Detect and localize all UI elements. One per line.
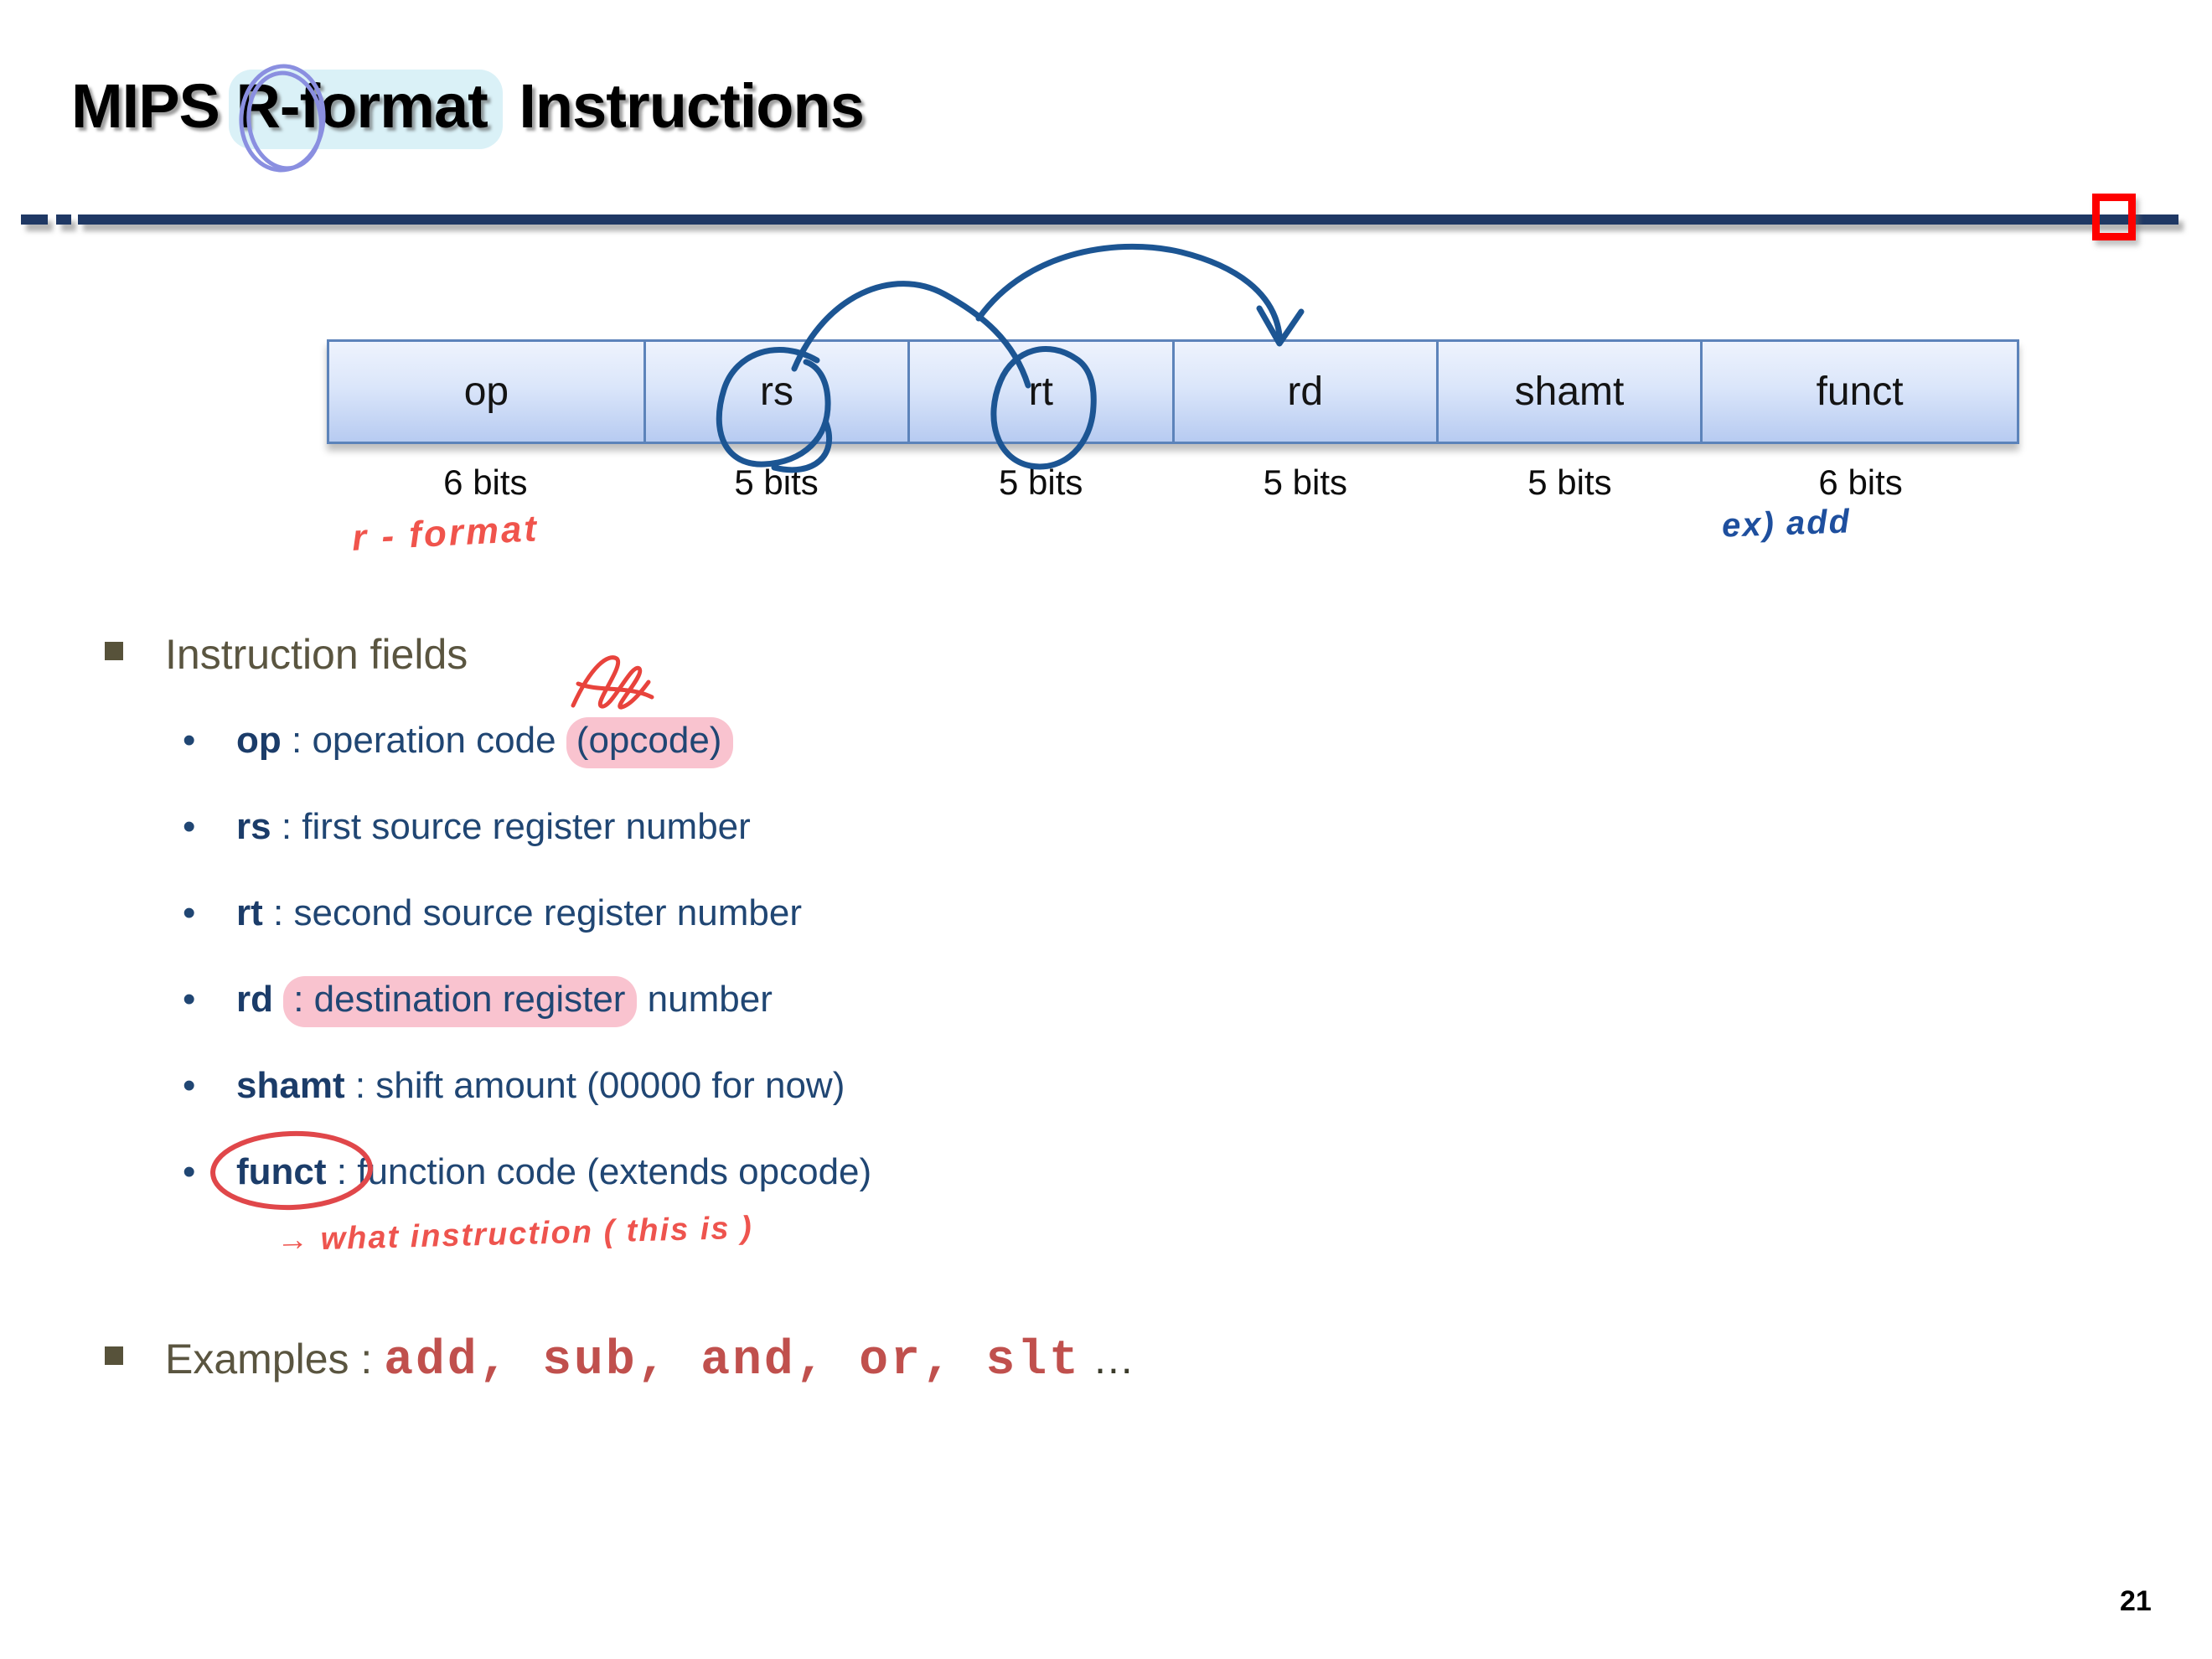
- register-fields-table: op rs rt rd shamt funct: [327, 339, 2019, 444]
- rule-dash-short: [21, 214, 48, 225]
- field-label-rt: rt: [1028, 370, 1053, 414]
- square-bullet-icon: [105, 1346, 123, 1365]
- handwriting-ex-add: ex) add: [1721, 503, 1852, 545]
- bullet-shamt: •shamt : shift amount (00000 for now): [183, 1065, 845, 1106]
- bullet-rd: •rd : destination register number: [183, 976, 871, 1064]
- dot-bullet-icon: •: [183, 979, 196, 1020]
- dot-bullet-icon: •: [183, 806, 196, 847]
- examples-line: Examples : add, sub, and, or, slt …: [105, 1334, 1134, 1388]
- funct-circle-annotation: [210, 1130, 373, 1211]
- page-title: MIPS R-format Instructions: [71, 70, 865, 149]
- field-cell-op: op: [327, 339, 646, 444]
- field-cell-funct: funct: [1700, 339, 2019, 444]
- field-label-rd: rd: [1287, 370, 1324, 414]
- arrowhead: [1256, 305, 1305, 347]
- field-label-rs: rs: [759, 370, 793, 414]
- handwriting-r-format: r - format: [350, 508, 540, 559]
- instruction-fields-list: •op : operation code (opcode) •rs : firs…: [183, 655, 871, 1237]
- bits-row: 6 bits 5 bits 5 bits 5 bits 5 bits 6 bit…: [327, 463, 2019, 503]
- bits-label-rd: 5 bits: [1263, 463, 1347, 502]
- opcode-highlight: (opcode): [566, 655, 734, 768]
- dot-bullet-icon: •: [183, 1065, 196, 1106]
- dot-bullet-icon: •: [183, 720, 196, 761]
- bits-label-rt: 5 bits: [998, 463, 1083, 502]
- field-label-funct: funct: [1816, 370, 1904, 414]
- title-pre: MIPS: [71, 71, 236, 141]
- page-number: 21: [2120, 1585, 2152, 1617]
- examples-label: Examples :: [165, 1336, 385, 1382]
- bits-label-op: 6 bits: [443, 463, 528, 502]
- bullet-op: •op : operation code (opcode): [183, 655, 871, 805]
- opcode-scribble-annotation: [571, 655, 654, 710]
- field-cell-rt: rt: [907, 339, 1175, 444]
- rule-dash-shorter: [56, 214, 71, 225]
- dot-bullet-icon: •: [183, 892, 196, 933]
- title-rule: [78, 214, 2178, 225]
- red-square-marker: [2092, 194, 2136, 240]
- bullet-rs: •rs : first source register number: [183, 806, 751, 847]
- title-post: Instructions: [502, 71, 865, 141]
- examples-code: add, sub, and, or, slt: [384, 1334, 1081, 1388]
- bits-label-funct: 6 bits: [1818, 463, 1903, 502]
- field-cell-rd: rd: [1171, 339, 1439, 444]
- square-bullet-icon: [105, 641, 123, 660]
- dot-bullet-icon: •: [183, 1151, 196, 1192]
- instruction-fields-heading: Instruction fields: [105, 630, 468, 679]
- funct-term: funct: [210, 1130, 373, 1211]
- field-label-shamt: shamt: [1514, 370, 1625, 414]
- destination-register-highlight: : destination register: [283, 976, 638, 1027]
- title-highlight: R-format: [229, 70, 503, 149]
- bullet-rt: •rt : second source register number: [183, 892, 802, 933]
- field-cell-shamt: shamt: [1435, 339, 1703, 444]
- bits-label-rs: 5 bits: [734, 463, 819, 502]
- rt-to-rd-arc: [975, 243, 1283, 339]
- bullet-funct: •funct : function code (extends opcode): [183, 1130, 871, 1237]
- field-label-op: op: [463, 370, 509, 414]
- examples-ellipsis: …: [1080, 1336, 1134, 1382]
- instruction-fields-heading-text: Instruction fields: [165, 631, 468, 678]
- bits-label-shamt: 5 bits: [1527, 463, 1612, 502]
- field-cell-rs: rs: [643, 339, 911, 444]
